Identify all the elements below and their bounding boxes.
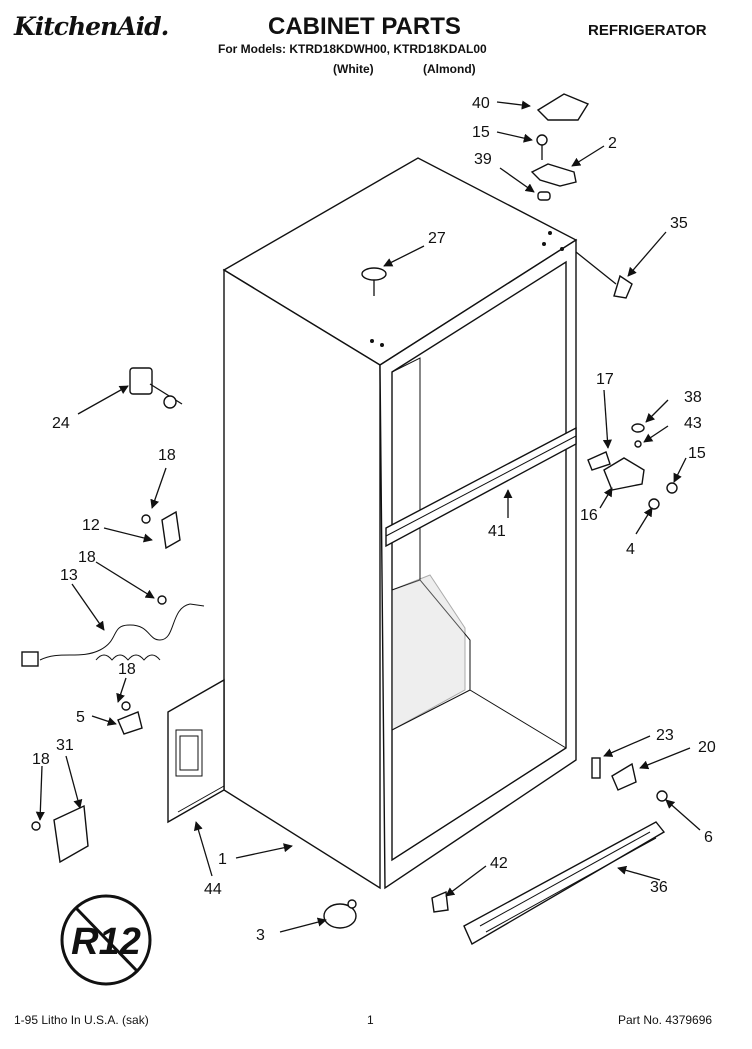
power-cord: [21, 595, 205, 667]
leveling-roller: [129, 367, 183, 409]
brand-logo: KitchenAid.: [14, 12, 169, 41]
callout-18: 18: [158, 447, 176, 464]
r12-text: R12: [71, 921, 141, 963]
page-number: 1: [367, 1013, 374, 1027]
callout-15: 15: [472, 124, 490, 141]
center-hinge: [603, 457, 645, 491]
callout-31: 31: [56, 737, 74, 754]
callout-24: 24: [52, 415, 70, 432]
door-stop: [323, 899, 357, 929]
divider-rail: [385, 426, 577, 548]
screw: [121, 701, 131, 711]
model-numbers: For Models: KTRD18KDWH00, KTRD18KDAL00: [218, 42, 487, 56]
callout-5: 5: [76, 709, 85, 726]
callout-4: 4: [626, 541, 635, 558]
hinge-cover: [536, 93, 590, 121]
screw: [666, 482, 678, 494]
callout-3: 3: [256, 927, 265, 944]
color-white-label: (White): [333, 62, 374, 76]
pin: [634, 440, 642, 448]
callout-6: 6: [704, 829, 713, 846]
cabinet-plug: [361, 267, 387, 296]
callout-13: 13: [60, 567, 78, 584]
screw: [31, 821, 41, 831]
cord-cover: [117, 711, 143, 735]
hinge-pin-cover: [613, 274, 633, 299]
r12-refrigerant-badge: R12: [60, 894, 152, 986]
washer: [631, 423, 645, 433]
callout-36: 36: [650, 879, 668, 896]
callout-42: 42: [490, 855, 508, 872]
callout-15: 15: [688, 445, 706, 462]
appliance-category: REFRIGERATOR: [588, 22, 707, 39]
access-cover: [53, 804, 89, 864]
callout-40: 40: [472, 95, 490, 112]
page-title: CABINET PARTS: [268, 13, 461, 40]
callout-18: 18: [32, 751, 50, 768]
callout-35: 35: [670, 215, 688, 232]
callout-18: 18: [78, 549, 96, 566]
hinge-bracket: [587, 451, 611, 471]
callout-16: 16: [580, 507, 598, 524]
callout-20: 20: [698, 739, 716, 756]
cabinet-shell: [222, 157, 578, 890]
screw: [648, 498, 660, 510]
wire-clip: [141, 510, 181, 550]
bottom-hinge: [611, 762, 637, 791]
back-panel-bracket: [167, 678, 225, 824]
leader-lines: [35, 100, 701, 933]
screw: [656, 790, 668, 802]
screw: [536, 134, 548, 160]
callout-43: 43: [684, 415, 702, 432]
callout-17: 17: [596, 371, 614, 388]
callout-2: 2: [608, 135, 617, 152]
callout-12: 12: [82, 517, 100, 534]
callout-41: 41: [488, 523, 506, 540]
toe-grille: [463, 821, 666, 945]
top-hinge: [530, 163, 577, 187]
color-almond-label: (Almond): [423, 62, 476, 76]
part-number: Part No. 4379696: [618, 1013, 713, 1027]
hinge-spacer: [591, 757, 601, 779]
callout-27: 27: [428, 230, 446, 247]
callout-39: 39: [474, 151, 492, 168]
grille-clip: [431, 890, 449, 913]
callout-labels: 40 15 2 39 35 27 24 18 12 18 13 18 5 18 …: [32, 95, 716, 944]
callout-18: 18: [118, 661, 136, 678]
hinge-shim: [537, 191, 551, 201]
callout-23: 23: [656, 727, 674, 744]
callout-44: 44: [204, 881, 222, 898]
callout-38: 38: [684, 389, 702, 406]
callout-1: 1: [218, 851, 227, 868]
litho-note: 1-95 Litho In U.S.A. (sak): [14, 1013, 149, 1027]
